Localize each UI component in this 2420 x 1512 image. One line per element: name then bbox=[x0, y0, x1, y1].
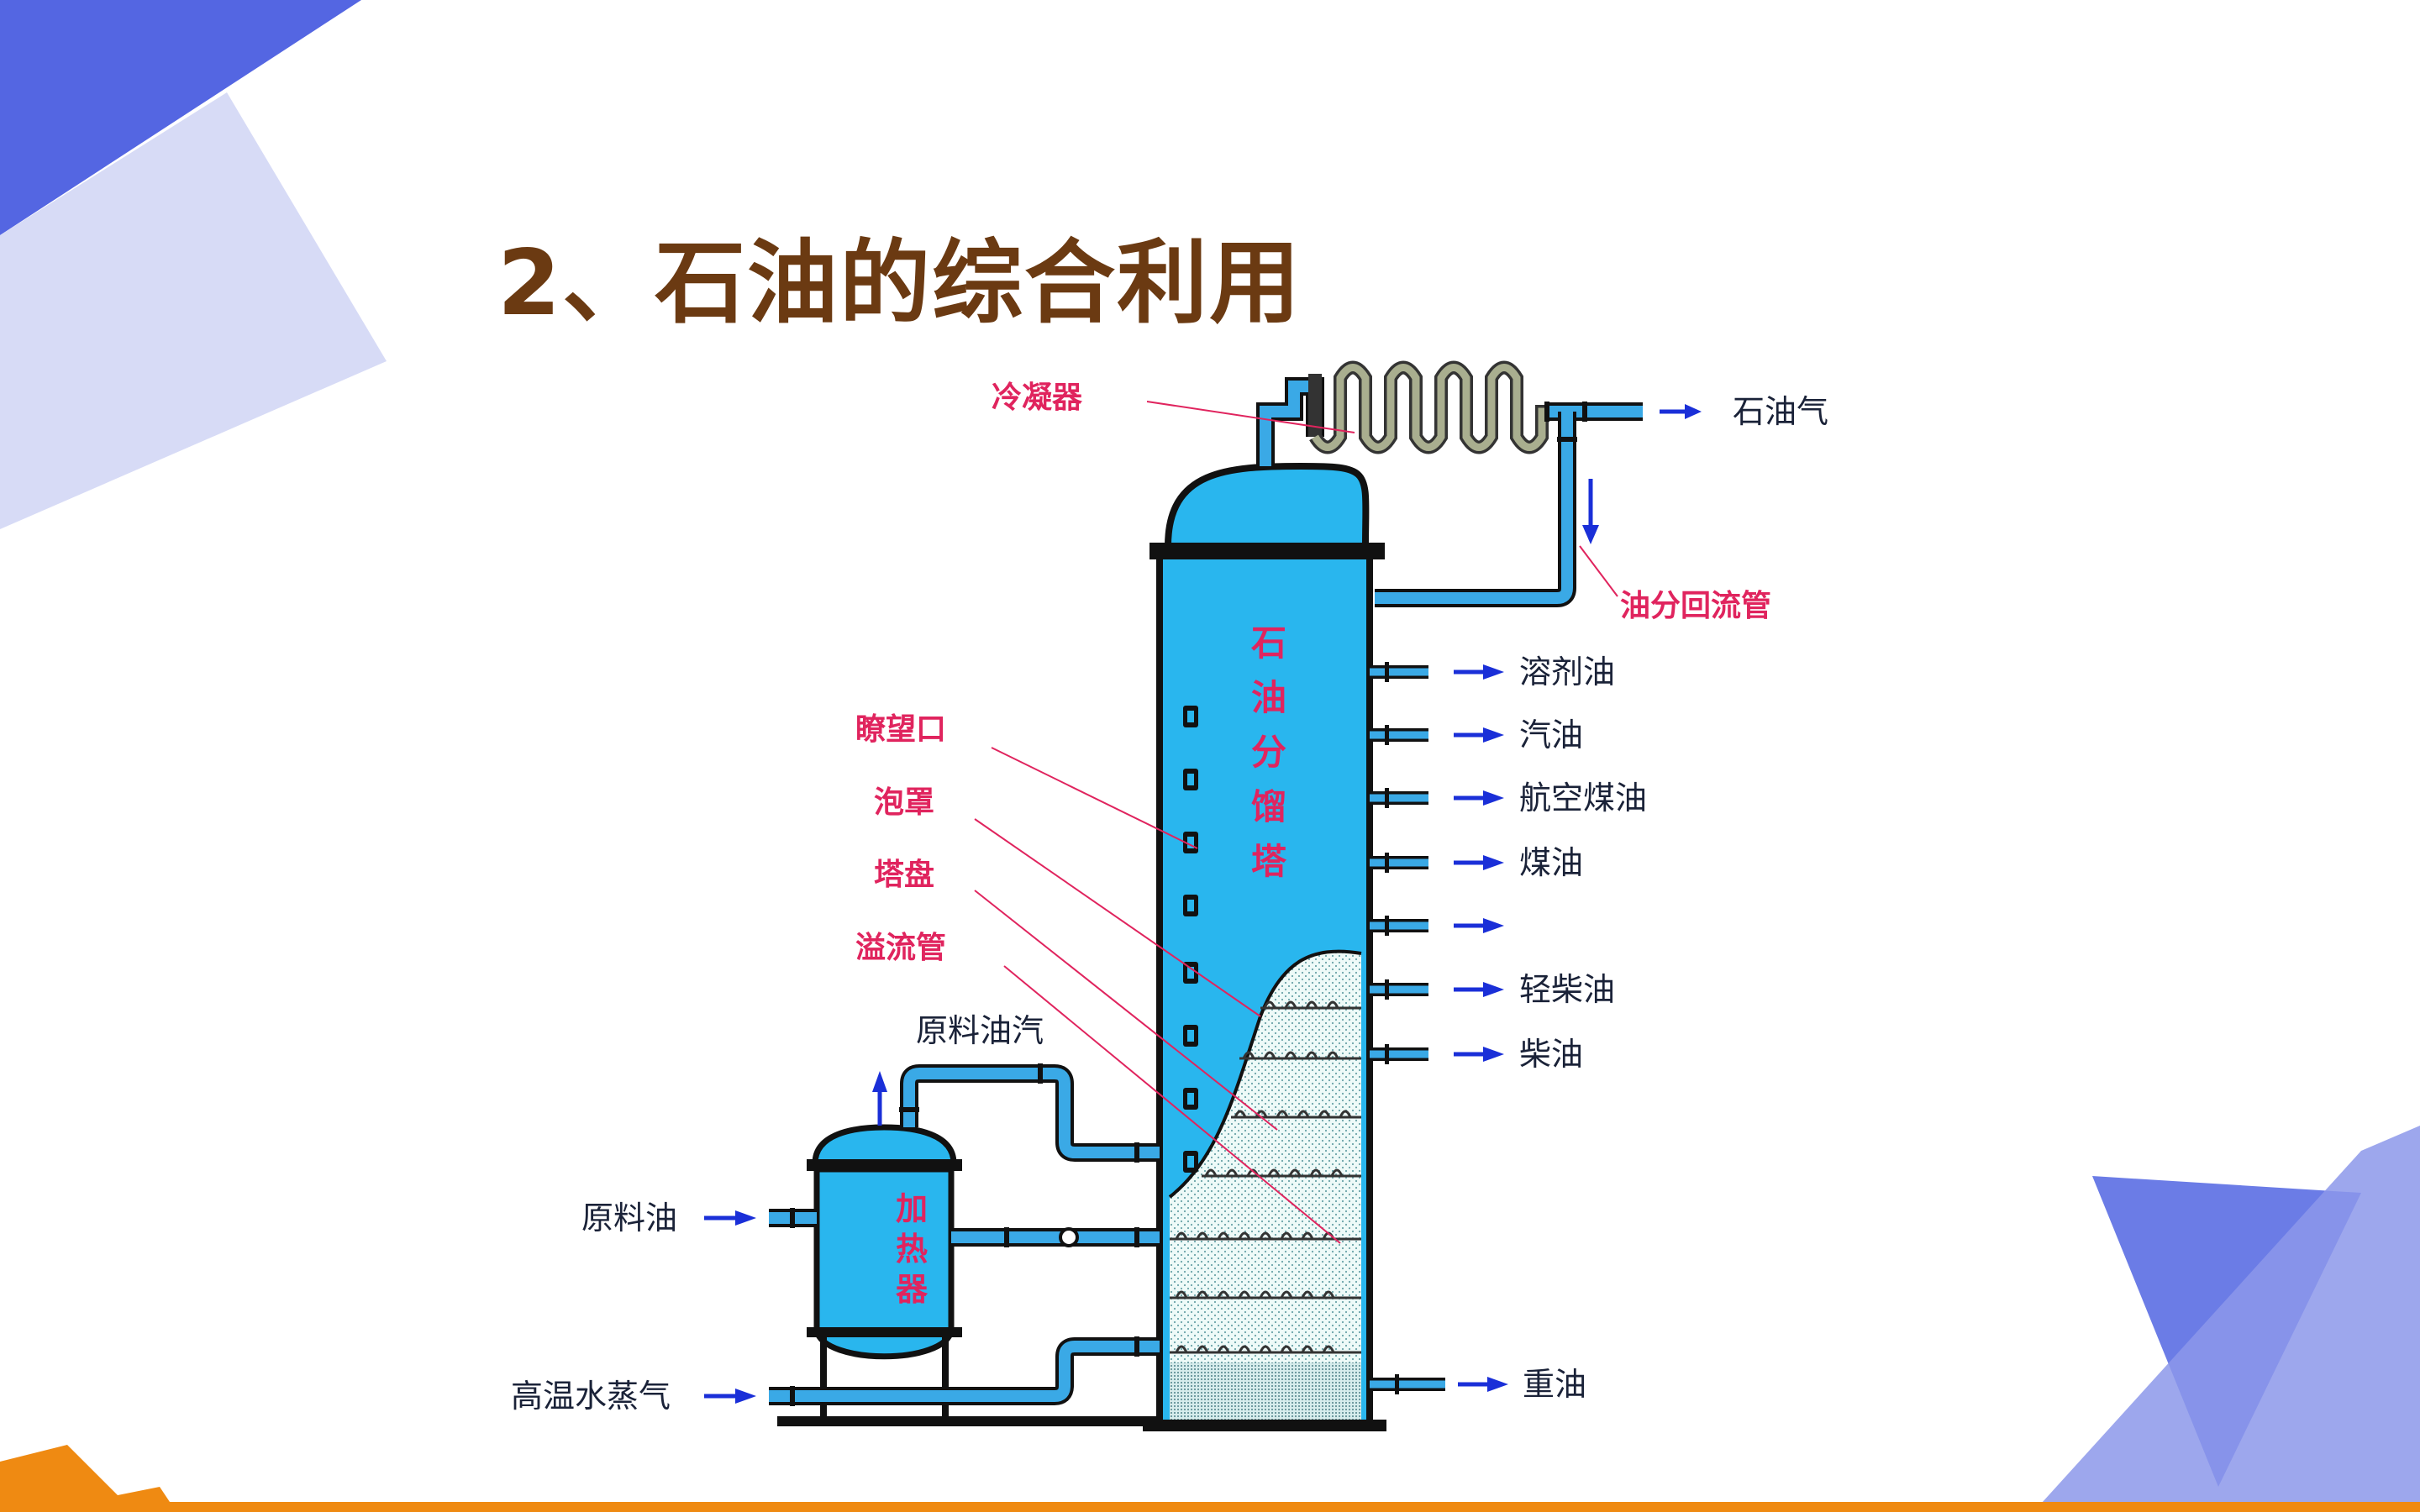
callout-reflux: 油分回流管 bbox=[1620, 589, 1771, 623]
tower-label-char: 石 bbox=[1251, 622, 1286, 664]
input-label-steam: 高温水蒸气 bbox=[511, 1378, 671, 1415]
heater-tower-pipe bbox=[951, 1227, 1160, 1247]
feed-vapor-pipe bbox=[899, 1063, 1160, 1163]
tower-label-char: 分 bbox=[1251, 732, 1286, 773]
callout-lines bbox=[974, 401, 1618, 1244]
tower-label-char: 油 bbox=[1251, 677, 1286, 718]
input-label-feed-vapor: 原料油汽 bbox=[916, 1012, 1044, 1049]
callout-sight-glass: 瞭望口 bbox=[855, 712, 946, 747]
gas-outlet-pipe bbox=[1375, 402, 1643, 607]
output-label-light-diesel: 轻柴油 bbox=[1519, 971, 1615, 1008]
callout-condenser: 冷凝器 bbox=[992, 381, 1083, 415]
output-label-heavy-oil: 重油 bbox=[1523, 1366, 1586, 1403]
callout-tray: 塔盘 bbox=[874, 857, 934, 892]
heater-label-char: 器 bbox=[896, 1271, 929, 1308]
heater-label-char: 热 bbox=[896, 1231, 928, 1268]
reflux-down-arrow bbox=[1582, 479, 1599, 544]
output-label-kerosene: 煤油 bbox=[1519, 844, 1583, 881]
tower-label-char: 塔 bbox=[1251, 841, 1287, 882]
heater bbox=[777, 1124, 1160, 1426]
top-left-pale-shape bbox=[0, 92, 387, 529]
condenser bbox=[1256, 360, 1563, 466]
bottom-left-orange-shape bbox=[0, 1445, 176, 1512]
output-label-jet-fuel: 航空煤油 bbox=[1519, 780, 1647, 816]
steam-pipe bbox=[769, 1336, 1160, 1406]
output-label-diesel: 柴油 bbox=[1519, 1036, 1583, 1073]
input-label-crude-oil: 原料油 bbox=[581, 1200, 677, 1236]
output-label-gas: 石油气 bbox=[1733, 393, 1828, 430]
fractionating-tower bbox=[1143, 462, 1386, 1431]
tower-label-char: 馏 bbox=[1251, 786, 1286, 827]
page-title: 2、石油的综合利用 bbox=[497, 231, 1302, 336]
callout-bubble-cap: 泡罩 bbox=[874, 785, 934, 820]
bottom-right-pale-triangle bbox=[2033, 1126, 2420, 1512]
output-arrows bbox=[1454, 409, 1689, 1387]
heater-label-char: 加 bbox=[896, 1190, 928, 1227]
callout-overflow: 溢流管 bbox=[855, 931, 946, 965]
output-label-solvent-oil: 溶剂油 bbox=[1519, 654, 1615, 690]
side-outlets bbox=[1370, 662, 1445, 1394]
crude-oil-inlet bbox=[769, 1208, 817, 1228]
input-arrows bbox=[704, 1088, 882, 1399]
top-left-dark-triangle bbox=[0, 0, 361, 235]
bottom-orange-bar bbox=[0, 1502, 2420, 1512]
output-label-gasoline: 汽油 bbox=[1519, 717, 1583, 753]
